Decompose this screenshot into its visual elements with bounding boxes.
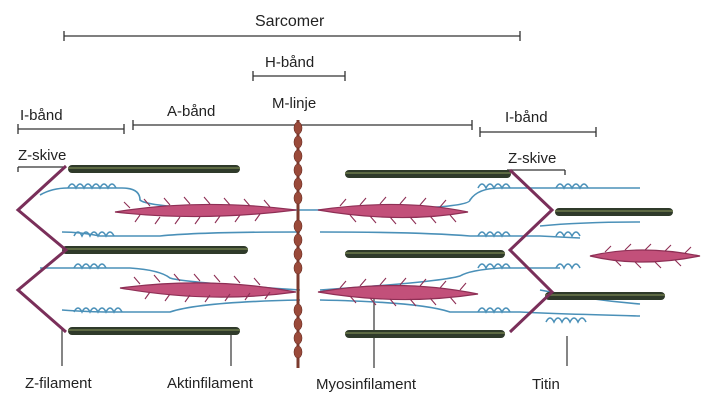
sarcomer-bracket bbox=[63, 31, 521, 41]
label-m-line: M-linje bbox=[272, 95, 316, 112]
label-z-disc-right: Z-skive bbox=[508, 150, 556, 167]
z-disc-right-bracket bbox=[507, 169, 566, 175]
label-a-band: A-bånd bbox=[167, 103, 215, 120]
z-disc-left bbox=[15, 164, 69, 334]
titin-coils bbox=[67, 183, 589, 324]
i-band-right-bracket bbox=[479, 127, 597, 137]
label-sarcomer: Sarcomer bbox=[255, 13, 325, 30]
a-band-bracket bbox=[132, 120, 473, 130]
z-discs bbox=[15, 164, 555, 334]
myosin-filament bbox=[119, 282, 297, 298]
m-line bbox=[293, 120, 303, 368]
label-myosin-filament: Myosinfilament bbox=[316, 376, 417, 393]
label-titin: Titin bbox=[532, 376, 560, 393]
myosin-filaments bbox=[114, 196, 701, 307]
h-band-bracket bbox=[252, 71, 346, 81]
label-h-band: H-bånd bbox=[265, 54, 314, 71]
i-band-left-bracket bbox=[17, 124, 125, 134]
z-disc-left-bracket bbox=[17, 166, 66, 172]
myosin-filament bbox=[317, 203, 469, 219]
myosin-filament bbox=[589, 249, 701, 263]
label-i-band-left: I-bånd bbox=[20, 107, 63, 124]
dimension-brackets bbox=[17, 31, 597, 175]
z-disc-right bbox=[507, 168, 555, 334]
label-i-band-right: I-bånd bbox=[505, 109, 548, 126]
label-z-filament: Z-filament bbox=[25, 375, 93, 392]
myosin-filament bbox=[114, 203, 297, 218]
label-z-disc-left: Z-skive bbox=[18, 147, 66, 164]
m-line-beads bbox=[293, 121, 303, 359]
actin-filaments bbox=[62, 165, 673, 338]
label-actin-filament: Aktinfilament bbox=[167, 375, 254, 392]
myosin-filament bbox=[317, 284, 479, 301]
